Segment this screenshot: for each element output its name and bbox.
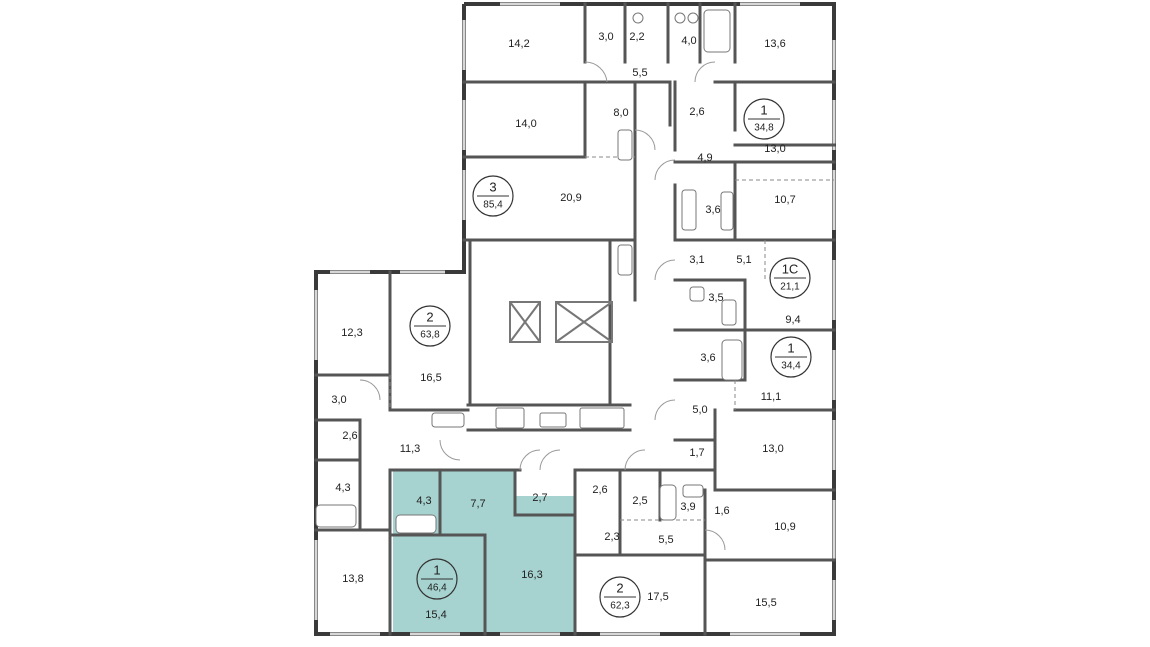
apartment-number: 1 — [787, 340, 794, 355]
outer-walls — [314, 2, 836, 636]
room-area-label: 3,9 — [680, 501, 695, 513]
apartment-area: 21,1 — [780, 282, 800, 293]
room-area-label: 3,5 — [708, 292, 723, 304]
apartment-marker-apt-3[interactable]: 385,4 — [472, 175, 514, 217]
room-area-label: 5,0 — [692, 404, 707, 416]
room-area-label: 1,7 — [689, 447, 704, 459]
room-area-label: 10,9 — [774, 521, 795, 533]
room-area-label: 14,2 — [508, 38, 529, 50]
apartment-area: 34,8 — [754, 123, 774, 134]
room-area-label: 5,5 — [632, 67, 647, 79]
apartment-area: 85,4 — [483, 200, 503, 211]
apartment-area: 62,3 — [610, 601, 630, 612]
room-area-label: 2,5 — [632, 495, 647, 507]
room-area-label: 2,6 — [342, 430, 357, 442]
room-area-label: 5,5 — [658, 534, 673, 546]
apartment-marker-apt-1c[interactable]: 1С 21,1 — [769, 257, 811, 299]
apartment-number: 1 — [433, 562, 440, 577]
room-area-label: 11,1 — [761, 391, 782, 403]
room-area-label: 7,7 — [470, 498, 485, 510]
room-area-label: 15,4 — [425, 609, 446, 621]
room-area-label: 10,7 — [774, 194, 795, 206]
room-area-label: 4,9 — [697, 152, 712, 164]
room-area-label: 3,6 — [705, 204, 720, 216]
room-area-label: 2,6 — [689, 106, 704, 118]
apartment-area: 46,4 — [427, 583, 447, 594]
room-area-label: 4,3 — [335, 482, 350, 494]
room-area-label: 2,2 — [629, 31, 644, 43]
windows — [314, 2, 836, 636]
apartment-marker-apt-1-mid[interactable]: 134,4 — [770, 336, 812, 378]
apartment-number: 2 — [426, 309, 433, 324]
apartment-number: 3 — [489, 179, 496, 194]
room-area-label: 4,0 — [681, 35, 696, 47]
room-area-label: 12,3 — [341, 327, 362, 339]
apartment-area: 63,8 — [420, 330, 440, 341]
room-area-label: 13,8 — [342, 573, 363, 585]
apartment-area: 34,4 — [781, 361, 801, 372]
room-area-label: 4,3 — [416, 495, 431, 507]
room-area-label: 11,3 — [400, 443, 421, 455]
apartment-marker-apt-1-selected[interactable]: 146,4 — [416, 558, 458, 600]
room-area-label: 9,4 — [785, 314, 800, 326]
room-area-label: 13,0 — [762, 443, 783, 455]
apartment-number: 2 — [616, 580, 623, 595]
room-area-label: 1,6 — [714, 505, 729, 517]
apartment-marker-apt-2-bottom[interactable]: 262,3 — [599, 576, 641, 618]
room-area-label: 16,3 — [521, 569, 542, 581]
room-area-label: 2,7 — [532, 492, 547, 504]
room-area-label: 17,5 — [647, 591, 668, 603]
room-area-label: 15,5 — [755, 597, 776, 609]
apartment-number: 1С — [782, 261, 799, 276]
doors — [359, 61, 726, 551]
room-area-label: 5,1 — [736, 254, 751, 266]
fixtures — [315, 9, 743, 534]
room-area-label: 20,9 — [560, 192, 581, 204]
room-area-label: 14,0 — [515, 118, 536, 130]
room-area-label: 2,6 — [592, 484, 607, 496]
room-area-label: 3,1 — [689, 254, 704, 266]
apartment-marker-apt-1-top[interactable]: 134,8 — [743, 98, 785, 140]
room-area-label: 3,6 — [700, 352, 715, 364]
room-area-label: 3,0 — [331, 394, 346, 406]
room-area-label: 3,0 — [598, 31, 613, 43]
room-area-label: 16,5 — [420, 372, 441, 384]
room-area-label: 2,3 — [604, 531, 619, 543]
room-area-label: 8,0 — [613, 107, 628, 119]
room-area-label: 13,0 — [764, 143, 785, 155]
interior-walls — [314, 2, 836, 636]
apartment-number: 1 — [760, 102, 767, 117]
apartment-marker-apt-2-left[interactable]: 263,8 — [409, 305, 451, 347]
room-area-label: 13,6 — [764, 38, 785, 50]
